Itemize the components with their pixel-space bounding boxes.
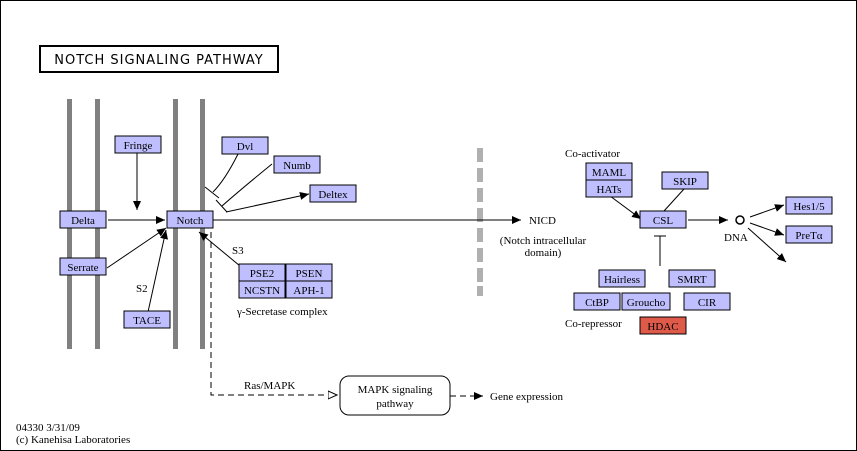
gene-aph1[interactable]: APH-1 [285, 280, 333, 299]
nuclear-membrane [477, 148, 483, 296]
gene-hdac[interactable]: HDAC [639, 316, 687, 335]
gene-hes[interactable]: Hes1/5 [785, 196, 833, 215]
gene-notch[interactable]: Notch [166, 210, 214, 229]
gene-tace[interactable]: TACE [123, 310, 171, 329]
gene-numb[interactable]: Numb [273, 155, 321, 174]
labels: S2 S3 γ-Secretase complex NICD (Notch in… [16, 148, 748, 446]
map-id-date: 04330 3/31/09 [16, 422, 80, 434]
gene-csl[interactable]: CSL [639, 210, 687, 229]
gene-smrt[interactable]: SMRT [668, 269, 716, 288]
ras-mapk-label: Ras/MAPK [244, 380, 295, 392]
svg-text:Deltex: Deltex [318, 189, 348, 201]
svg-text:NCSTN: NCSTN [244, 285, 280, 297]
gene-hats[interactable]: HATs [585, 179, 633, 198]
page-title: NOTCH SIGNALING PATHWAY [54, 53, 263, 68]
gene-skip[interactable]: SKIP [661, 171, 709, 190]
edge-secretase-notch [198, 231, 241, 267]
coactivator-label: Co-activator [565, 148, 620, 160]
svg-text:MAML: MAML [592, 167, 627, 179]
edge-serrate-notch [106, 227, 167, 269]
edge-dvl-inhibit [212, 153, 239, 193]
svg-text:SMRT: SMRT [677, 274, 707, 286]
svg-text:Numb: Numb [283, 160, 311, 172]
gene-expression-label: Gene expression [490, 391, 564, 403]
edge-maml-csl [609, 195, 642, 220]
title-box: NOTCH SIGNALING PATHWAY [39, 45, 279, 73]
edge-tace-notch [147, 229, 168, 313]
svg-text:SKIP: SKIP [673, 176, 697, 188]
gene-maml[interactable]: MAML [585, 162, 633, 181]
gene-hairless[interactable]: Hairless [598, 269, 646, 288]
mapk-pathway-map[interactable]: MAPK signaling pathway [339, 375, 451, 416]
gene-pse2[interactable]: PSE2 [238, 263, 286, 282]
svg-text:MAPK signaling: MAPK signaling [358, 384, 433, 396]
dna-label: DNA [724, 232, 748, 244]
edge-skip-csl [663, 188, 685, 212]
svg-text:APH-1: APH-1 [293, 285, 324, 297]
svg-text:Hairless: Hairless [604, 274, 640, 286]
svg-text:pathway: pathway [376, 398, 414, 410]
gene-delta[interactable]: Delta [59, 210, 107, 229]
gene-groucho[interactable]: Groucho [621, 292, 671, 311]
nicd-desc-1: (Notch intracellular [500, 235, 587, 247]
gene-fringe[interactable]: Fringe [114, 135, 162, 154]
dna-node [735, 215, 745, 225]
s3-label: S3 [232, 245, 244, 257]
copyright: (c) Kanehisa Laboratories [16, 434, 130, 446]
edge-deltex [225, 191, 310, 213]
gene-dvl[interactable]: Dvl [221, 136, 269, 155]
nicd-label: NICD [529, 215, 556, 227]
svg-text:Hes1/5: Hes1/5 [793, 201, 825, 213]
svg-text:CIR: CIR [698, 297, 717, 309]
gene-cir[interactable]: CIR [683, 292, 731, 311]
s2-label: S2 [136, 283, 148, 295]
gene-deltex[interactable]: Deltex [309, 184, 357, 203]
svg-text:HATs: HATs [597, 184, 622, 196]
svg-text:Serrate: Serrate [67, 262, 98, 274]
gamma-secretase-label: γ-Secretase complex [236, 306, 328, 318]
edge-dna-hes [749, 204, 785, 218]
svg-text:Groucho: Groucho [627, 297, 666, 309]
svg-text:Notch: Notch [177, 215, 204, 227]
edges [106, 153, 787, 400]
edge-dna-pret [749, 222, 785, 236]
svg-text:CtBP: CtBP [585, 297, 609, 309]
edge-dna-other [747, 227, 787, 263]
gene-ncstn[interactable]: NCSTN [238, 280, 286, 299]
svg-text:PSEN: PSEN [296, 268, 323, 280]
svg-text:Delta: Delta [71, 215, 95, 227]
gene-psen[interactable]: PSEN [285, 263, 333, 282]
svg-text:CSL: CSL [653, 215, 673, 227]
svg-text:HDAC: HDAC [647, 321, 678, 333]
svg-text:PSE2: PSE2 [250, 268, 274, 280]
gene-pret[interactable]: PreTα [785, 225, 833, 244]
corepressor-label: Co-repressor [565, 318, 622, 330]
gene-serrate[interactable]: Serrate [59, 257, 107, 276]
svg-text:PreTα: PreTα [795, 230, 822, 242]
svg-text:Fringe: Fringe [124, 140, 153, 152]
svg-text:TACE: TACE [133, 315, 161, 327]
edge-numb-inhibit [221, 163, 273, 207]
edge-ras-mapk [210, 232, 337, 395]
nicd-desc-2: domain) [525, 247, 562, 259]
gene-ctbp[interactable]: CtBP [573, 292, 621, 311]
svg-text:Dvl: Dvl [237, 141, 254, 153]
